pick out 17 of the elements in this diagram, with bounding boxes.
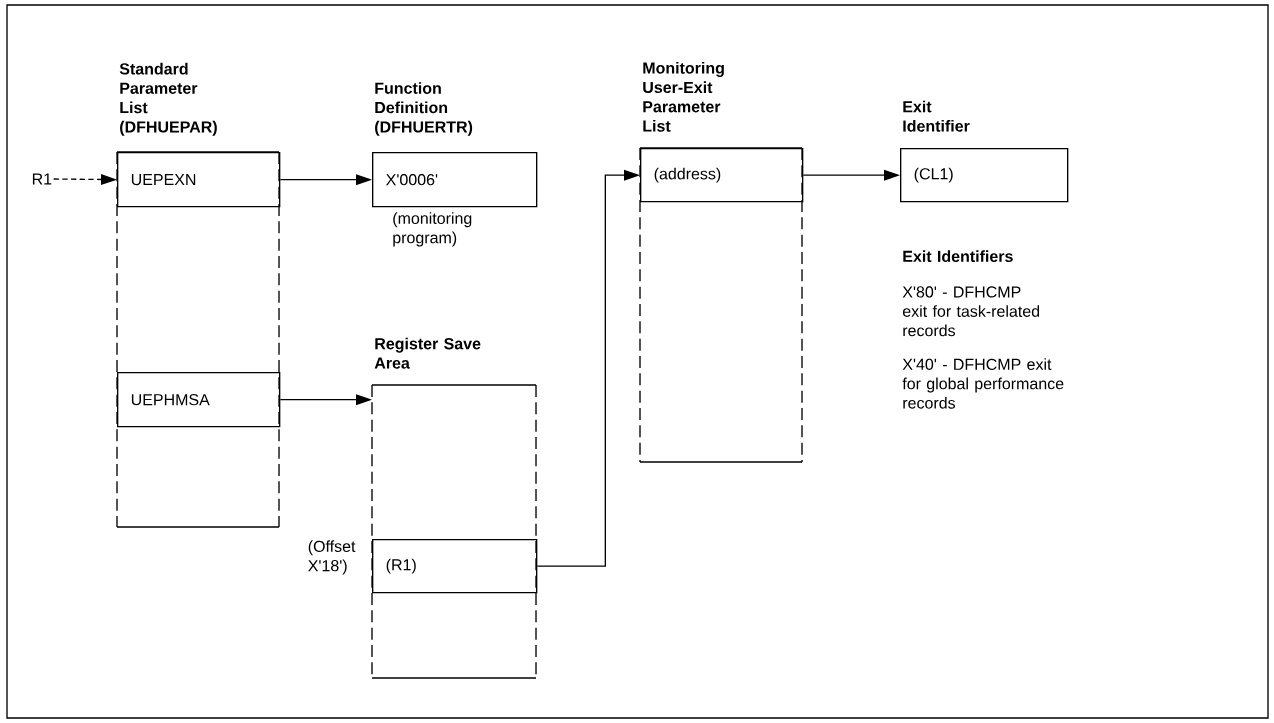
note-text: (monitoring program) [393, 212, 472, 247]
column-heading: Standard Parameter List (DFHUEPAR) [119, 62, 217, 136]
legend-heading: Exit Identifiers [903, 250, 1013, 262]
field-cell: (address) [640, 148, 804, 203]
field-cell: (R1) [372, 539, 538, 594]
field-cell: UEPEXN [117, 152, 281, 208]
column-heading: Monitoring User-Exit Parameter List [643, 62, 724, 132]
column-heading: Register Save Area [374, 337, 481, 369]
column-heading: Function Definition (DFHUERTR) [375, 82, 473, 136]
register-label: R1 [32, 173, 52, 185]
field-cell: UEPHMSA [117, 372, 281, 428]
value-box: (CL1) [900, 148, 1069, 203]
note-text: X'40' - DFHCMP exit for global performance records [902, 358, 1064, 409]
note-text: X'80' - DFHCMP exit for task-related records [902, 286, 1040, 337]
column-heading: Exit Identifier [903, 100, 970, 132]
value-box: X'0006' [372, 152, 538, 208]
note-text: (Offset X'18') [308, 540, 356, 575]
